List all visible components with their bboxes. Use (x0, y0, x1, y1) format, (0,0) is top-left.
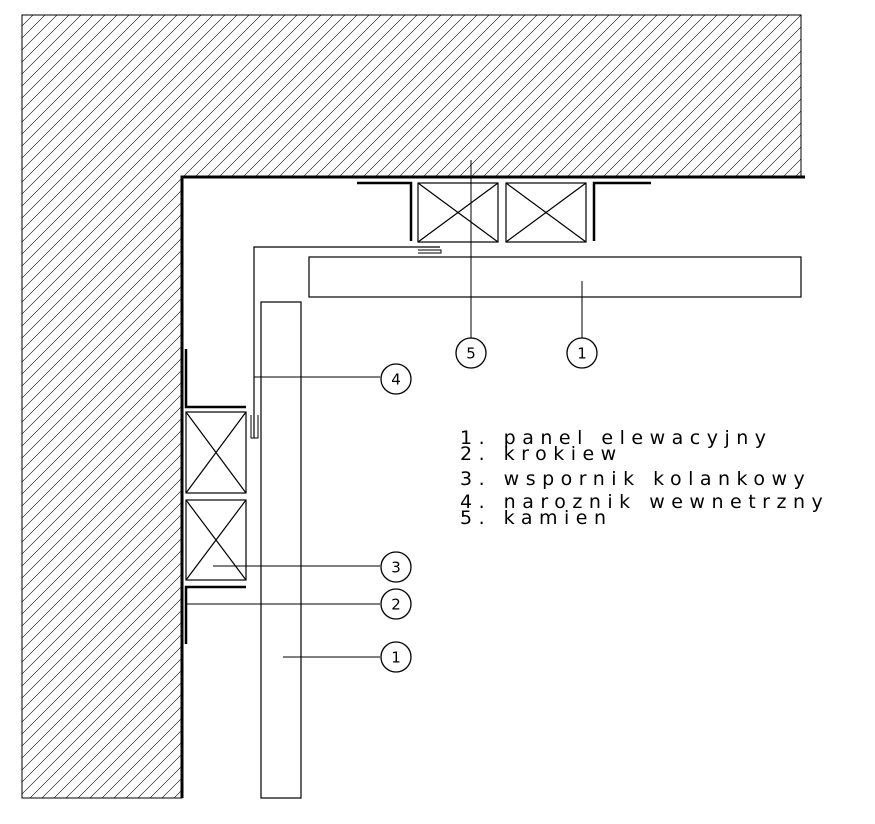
left-rafter-2 (185, 499, 247, 581)
legend-item-1: 1. panel elewacyjny (460, 427, 773, 449)
callout-bracket-number: 3 (391, 559, 401, 577)
callout-rafter: 2 (380, 588, 412, 620)
legend-item-5: 5. kamien (460, 507, 613, 529)
callout-bracket: 3 (380, 551, 412, 583)
callout-panel-left: 1 (380, 641, 412, 673)
callout-panel-left-number: 1 (391, 649, 401, 667)
stone-wall (21, 14, 802, 799)
legend-item-3: 3. wspornik kolankowy (460, 468, 811, 490)
facade-panel-left (260, 301, 302, 799)
corner-clip-left (250, 415, 259, 439)
callout-panel-top: 1 (566, 337, 598, 369)
wall-face-line (180, 175, 805, 798)
callout-rafter-number: 2 (391, 596, 401, 614)
left-profiles (184, 349, 246, 644)
left-rafter-1 (185, 411, 247, 494)
callout-corner: 4 (380, 363, 412, 395)
top-profiles (357, 181, 651, 241)
callout-panel-top-number: 1 (577, 345, 587, 363)
leader-lines (186, 160, 583, 658)
top-rafter-2 (505, 182, 587, 243)
callout-corner-number: 4 (391, 371, 401, 389)
legend-item-4: 4. naroznik wewnetrzny (460, 491, 829, 513)
legend-item-2: 2. krokiew (460, 443, 623, 465)
facade-panel-top (308, 256, 802, 298)
top-rafter-1 (417, 182, 499, 243)
legend: 1. panel elewacyjny 2. krokiew 3. wsporn… (460, 427, 829, 529)
inner-corner-profile (253, 246, 440, 438)
corner-clip-top (418, 249, 442, 254)
callout-stone-number: 5 (466, 345, 476, 363)
callout-stone: 5 (455, 337, 487, 369)
